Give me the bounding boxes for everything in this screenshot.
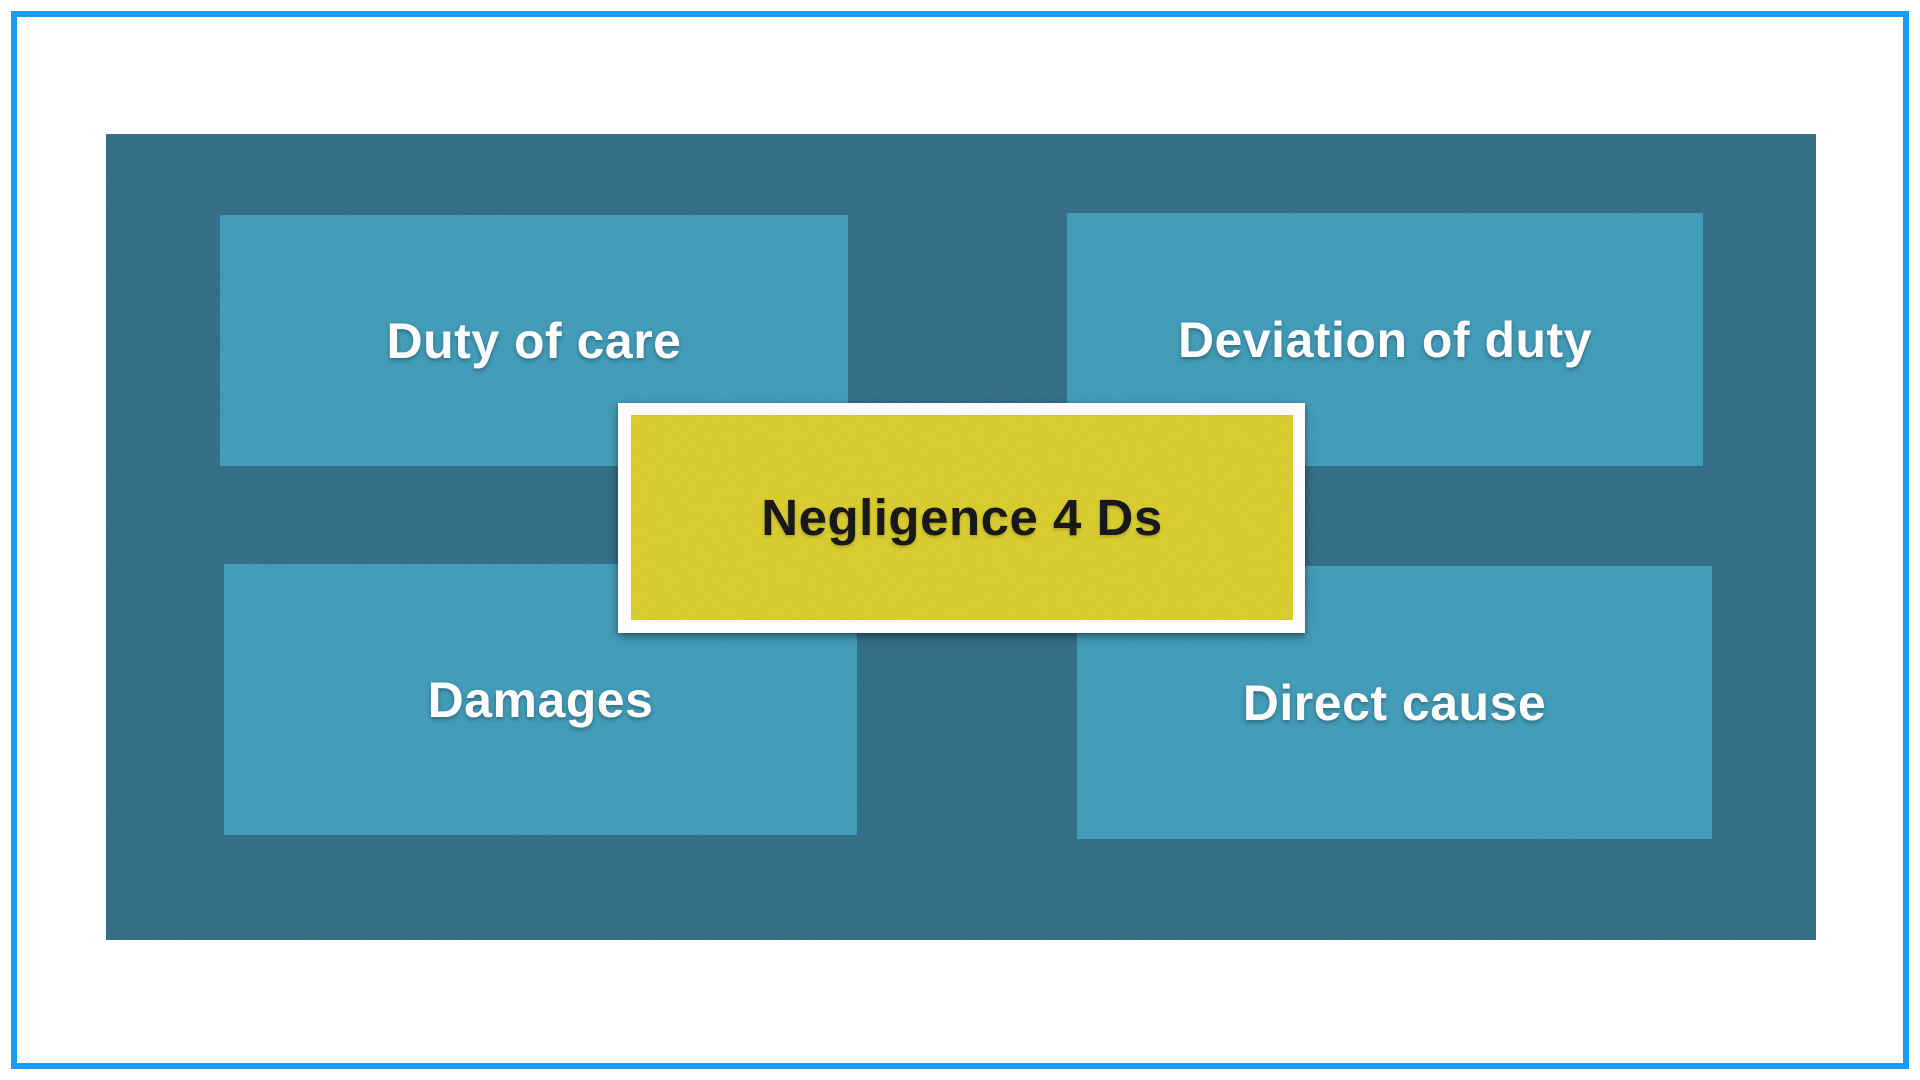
center-box-label: Negligence 4 Ds — [761, 489, 1163, 546]
box-damages-label: Damages — [427, 671, 654, 728]
center-box-negligence: Negligence 4 Ds — [618, 403, 1305, 633]
center-box-fill: Negligence 4 Ds — [631, 415, 1293, 620]
box-direct-cause-label: Direct cause — [1242, 674, 1547, 731]
box-deviation-of-duty-label: Deviation of duty — [1177, 311, 1593, 368]
box-duty-of-care-label: Duty of care — [386, 312, 682, 369]
